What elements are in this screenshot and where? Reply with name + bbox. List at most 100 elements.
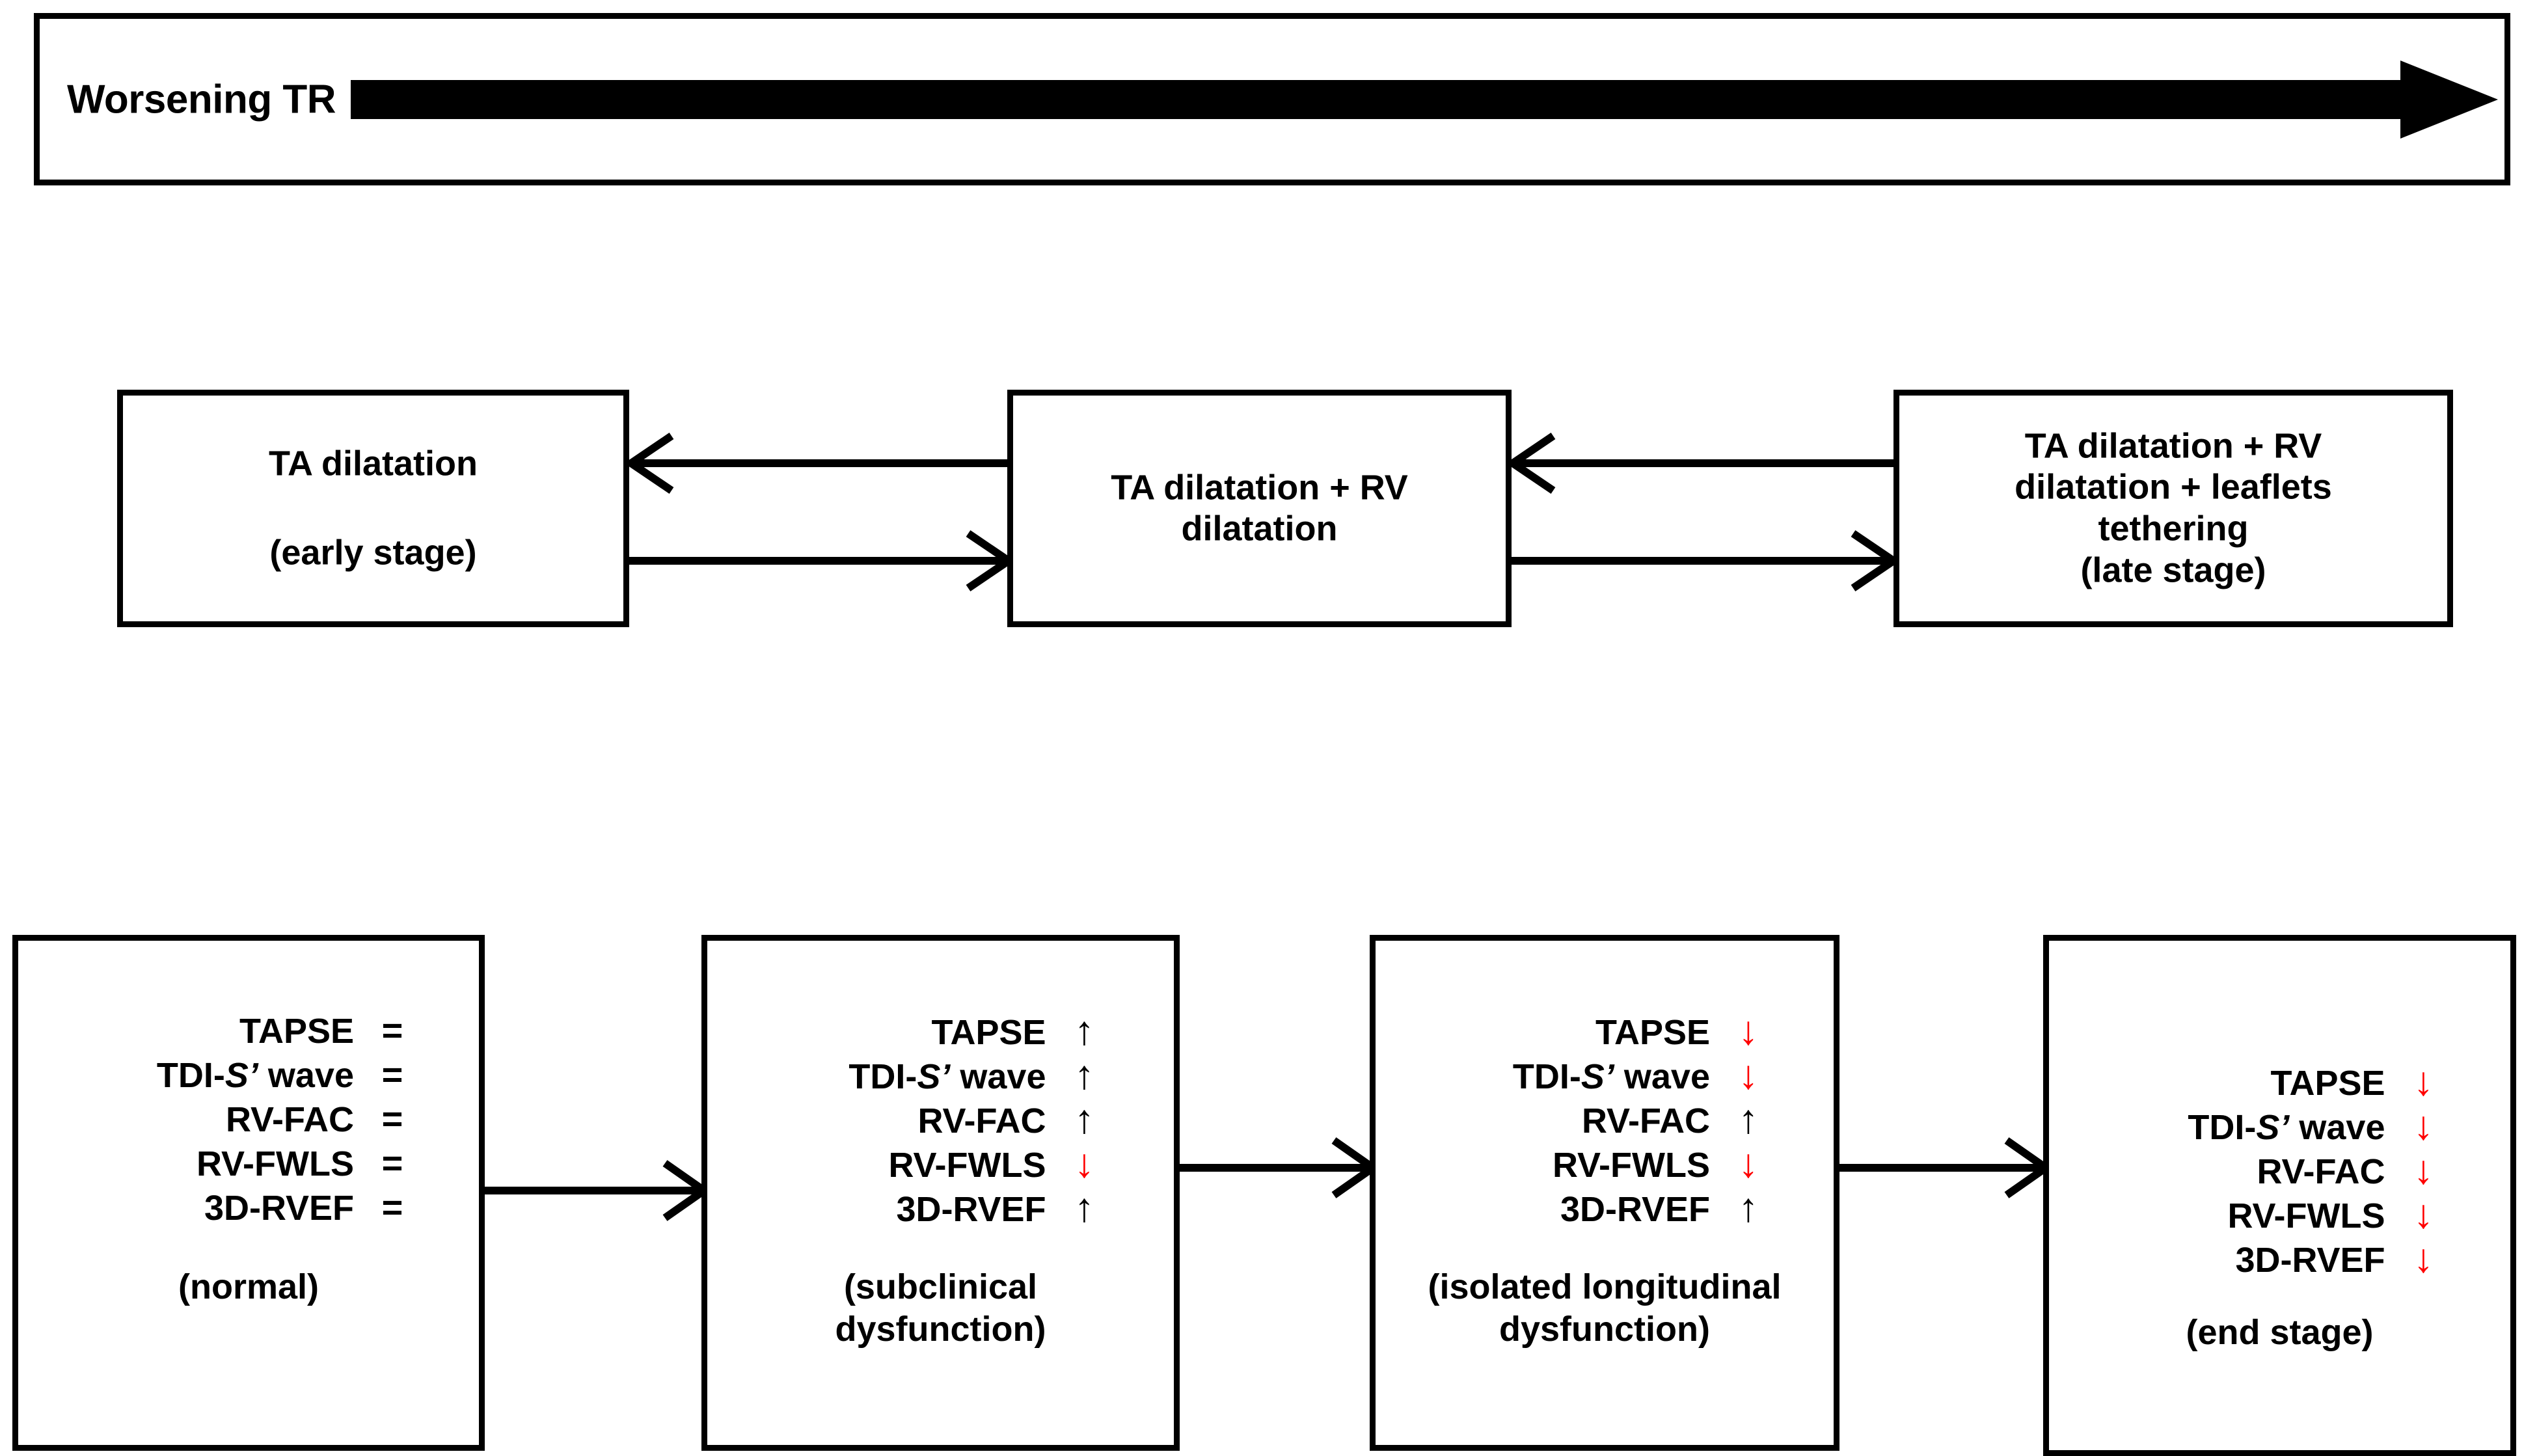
banner-label: Worsening TR <box>67 77 336 122</box>
metric-row: 3D-RVEF ↓ <box>2098 1239 2462 1283</box>
metric-mark-rv-fac: ↓ <box>2413 1148 2434 1193</box>
metric-table: TAPSE ↓ TDI-S’ wave ↓ RV-FAC ↑ RV-FWLS ↓… <box>1376 1011 1834 1232</box>
metric-mark-rv-fac: ↑ <box>1738 1097 1759 1142</box>
stage-caption: (isolated longitudinal dysfunction) <box>1376 1266 1834 1351</box>
function-box-subclinical-dysfunction: TAPSE ↑ TDI-S’ wave ↑ RV-FAC ↑ RV-FWLS ↓… <box>701 935 1180 1451</box>
stage-caption: (normal) <box>18 1266 479 1308</box>
stage-box-ta-rv-leaflets-late: TA dilatation + RV dilatation + leaflets… <box>1893 390 2453 627</box>
stage-box-text: TA dilatation + RV dilatation + leaflets… <box>1899 425 2447 591</box>
metric-mark-tapse: ↓ <box>2413 1059 2434 1104</box>
metric-row: RV-FWLS ↓ <box>759 1144 1123 1188</box>
metric-mark-tdi-s-wave: ↑ <box>1074 1053 1094 1098</box>
metric-row: TAPSE = <box>66 1011 431 1055</box>
metric-mark-tapse: ↑ <box>1074 1008 1094 1053</box>
stage-box-line-2: dilatation + leaflets <box>2015 467 2332 507</box>
function-box-isolated-longitudinal-dysfunction: TAPSE ↓ TDI-S’ wave ↓ RV-FAC ↑ RV-FWLS ↓… <box>1370 935 1839 1451</box>
metric-mark-3d-rvef: ↑ <box>1074 1185 1094 1230</box>
stage-caption-line: dysfunction) <box>1499 1309 1710 1349</box>
metric-label-tdi-s-wave: TDI-S’ wave <box>156 1056 354 1095</box>
metric-label-tapse: TAPSE <box>2270 1064 2385 1103</box>
stage-box-line-1: TA dilatation + RV <box>1111 467 1408 507</box>
stage-box-line-1: TA dilatation + RV <box>2024 426 2322 466</box>
metric-label-rv-fac: RV-FAC <box>1581 1101 1710 1140</box>
metric-table: TAPSE ↑ TDI-S’ wave ↑ RV-FAC ↑ RV-FWLS ↓… <box>707 1011 1174 1232</box>
metric-mark-rv-fwls: ↓ <box>1074 1141 1094 1186</box>
stage-box-line-3: tethering <box>2098 509 2249 548</box>
metric-row: 3D-RVEF ↑ <box>1422 1188 1787 1232</box>
stage-box-line-2: (early stage) <box>269 533 477 573</box>
metric-label-tdi-s-wave: TDI-S’ wave <box>848 1057 1046 1096</box>
metric-row: RV-FAC = <box>66 1099 431 1144</box>
metric-mark-tdi-s-wave: = <box>381 1054 403 1095</box>
right-arrow-icon <box>351 60 2498 139</box>
metric-mark-rv-fac: ↑ <box>1074 1097 1094 1142</box>
stage-box-ta-dilatation-early: TA dilatation (early stage) <box>117 390 629 627</box>
metric-row: 3D-RVEF = <box>66 1188 431 1232</box>
metric-row: TAPSE ↓ <box>2098 1062 2462 1106</box>
stage-box-line-1: TA dilatation <box>269 443 478 483</box>
stage-caption: (end stage) <box>2049 1312 2510 1354</box>
metric-row: TDI-S’ wave ↓ <box>2098 1106 2462 1150</box>
stage-box-text: TA dilatation (early stage) <box>123 443 623 574</box>
metric-row: RV-FAC ↑ <box>1422 1099 1787 1144</box>
metric-row: RV-FWLS ↓ <box>1422 1144 1787 1188</box>
stage-box-line-4: (late stage) <box>2080 550 2266 590</box>
metric-label-tapse: TAPSE <box>931 1013 1046 1052</box>
metric-label-tapse: TAPSE <box>1595 1013 1710 1052</box>
metric-label-rv-fwls: RV-FWLS <box>1553 1146 1710 1185</box>
metric-label-3d-rvef: 3D-RVEF <box>1560 1190 1710 1229</box>
stage-caption-line: (normal) <box>178 1267 319 1306</box>
metric-mark-3d-rvef: ↓ <box>2413 1236 2434 1281</box>
metric-label-rv-fac: RV-FAC <box>917 1101 1046 1140</box>
metric-row: TAPSE ↑ <box>759 1011 1123 1055</box>
metric-row: TDI-S’ wave ↓ <box>1422 1055 1787 1099</box>
metric-label-rv-fac: RV-FAC <box>225 1100 354 1139</box>
metric-label-tdi-s-wave: TDI-S’ wave <box>2188 1108 2385 1147</box>
stage-caption-line: dysfunction) <box>835 1309 1046 1349</box>
connector-subclinical-to-isolated <box>1174 1129 1377 1207</box>
metric-mark-rv-fwls: ↓ <box>1738 1141 1759 1186</box>
stage-box-ta-rv-dilatation: TA dilatation + RV dilatation <box>1007 390 1512 627</box>
metric-label-3d-rvef: 3D-RVEF <box>204 1189 354 1228</box>
metric-label-rv-fac: RV-FAC <box>2257 1152 2385 1191</box>
metric-row: TAPSE ↓ <box>1422 1011 1787 1055</box>
stage-box-line-2: dilatation <box>1181 509 1338 548</box>
function-box-end-stage: TAPSE ↓ TDI-S’ wave ↓ RV-FAC ↓ RV-FWLS ↓… <box>2043 935 2516 1456</box>
metric-label-3d-rvef: 3D-RVEF <box>2235 1241 2385 1280</box>
metric-mark-rv-fwls: ↓ <box>2413 1192 2434 1237</box>
stage-caption: (subclinical dysfunction) <box>707 1266 1174 1351</box>
stage-caption-line: (subclinical <box>843 1267 1038 1306</box>
connector-isolated-to-end <box>1834 1129 2050 1207</box>
function-box-normal-stage: TAPSE = TDI-S’ wave = RV-FAC = RV-FWLS =… <box>12 935 485 1451</box>
metric-label-tdi-s-wave: TDI-S’ wave <box>1512 1057 1710 1096</box>
metric-row: RV-FAC ↑ <box>759 1099 1123 1144</box>
metric-row: RV-FWLS ↓ <box>2098 1194 2462 1239</box>
metric-label-rv-fwls: RV-FWLS <box>888 1146 1046 1185</box>
metric-mark-tapse: ↓ <box>1738 1008 1759 1053</box>
connector-early-to-mid <box>625 423 1015 599</box>
metric-row: TDI-S’ wave = <box>66 1055 431 1099</box>
worsening-tr-banner: Worsening TR <box>34 13 2510 185</box>
metric-label-rv-fwls: RV-FWLS <box>2227 1196 2385 1235</box>
metric-table: TAPSE = TDI-S’ wave = RV-FAC = RV-FWLS =… <box>18 1011 479 1232</box>
metric-row: TDI-S’ wave ↑ <box>759 1055 1123 1099</box>
metric-mark-3d-rvef: ↑ <box>1738 1185 1759 1230</box>
metric-mark-rv-fwls: = <box>381 1142 403 1183</box>
metric-mark-rv-fac: = <box>381 1098 403 1139</box>
metric-mark-tdi-s-wave: ↓ <box>2413 1103 2434 1148</box>
metric-label-rv-fwls: RV-FWLS <box>197 1144 354 1183</box>
stage-box-text: TA dilatation + RV dilatation <box>1013 467 1506 550</box>
metric-row: RV-FWLS = <box>66 1144 431 1188</box>
metric-label-3d-rvef: 3D-RVEF <box>896 1190 1046 1229</box>
metric-mark-tdi-s-wave: ↓ <box>1738 1053 1759 1098</box>
metric-row: RV-FAC ↓ <box>2098 1150 2462 1194</box>
metric-mark-tapse: = <box>381 1010 403 1051</box>
metric-table: TAPSE ↓ TDI-S’ wave ↓ RV-FAC ↓ RV-FWLS ↓… <box>2049 1062 2510 1283</box>
connector-normal-to-subclinical <box>479 1152 708 1230</box>
metric-row: 3D-RVEF ↑ <box>759 1188 1123 1232</box>
metric-label-tapse: TAPSE <box>239 1012 354 1051</box>
stage-caption-line: (isolated longitudinal <box>1428 1267 1782 1306</box>
metric-mark-3d-rvef: = <box>381 1187 403 1228</box>
connector-mid-to-late <box>1506 423 1900 599</box>
